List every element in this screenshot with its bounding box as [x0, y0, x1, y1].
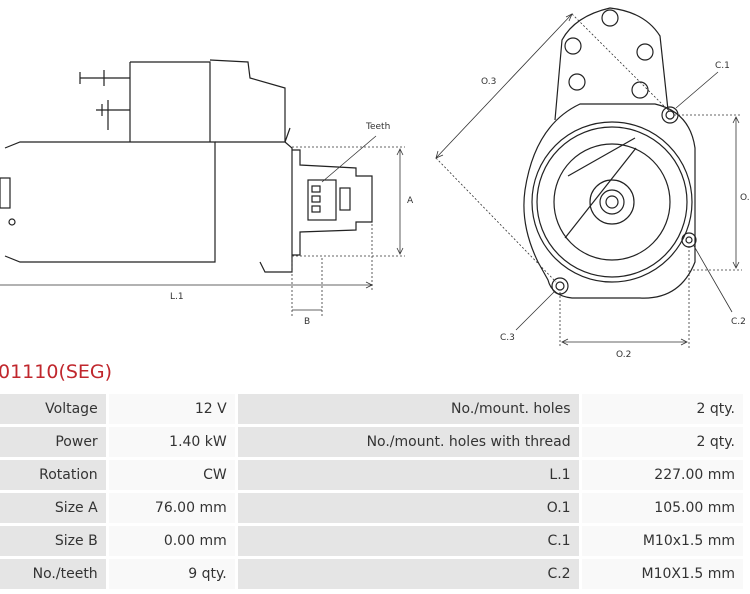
label-c2: C.2 — [731, 317, 746, 327]
spec-label: Power — [0, 427, 106, 457]
spec-value: 227.00 mm — [581, 460, 743, 490]
label-a: A — [407, 196, 414, 206]
product-title: 01110(SEG) — [0, 361, 113, 383]
label-o1: O.1 — [740, 193, 750, 203]
spec-label: Rotation — [0, 460, 106, 490]
spec-value: 12 V — [108, 394, 235, 424]
spec-label: Size A — [0, 493, 106, 523]
label-c1: C.1 — [715, 61, 730, 71]
spec-label: No./mount. holes with thread — [237, 427, 579, 457]
front-view-dimensions — [435, 13, 742, 348]
starter-technical-drawing: Teeth A L.1 B — [0, 7, 750, 360]
spec-value: 2 qty. — [581, 427, 743, 457]
side-view — [0, 59, 373, 273]
side-view-dimensions — [0, 135, 405, 318]
label-o2: O.2 — [616, 350, 631, 360]
spec-label: O.1 — [237, 493, 579, 523]
spec-value: M10X1.5 mm — [581, 559, 743, 589]
label-l1: L.1 — [170, 292, 184, 302]
label-o3: O.3 — [481, 77, 496, 87]
spec-value: 9 qty. — [108, 559, 235, 589]
spec-value: 2 qty. — [581, 394, 743, 424]
spec-value: 76.00 mm — [108, 493, 235, 523]
spec-label: C.1 — [237, 526, 579, 556]
spec-label: C.2 — [237, 559, 579, 589]
label-c3: C.3 — [500, 333, 515, 343]
spec-label: Size B — [0, 526, 106, 556]
front-view — [523, 7, 697, 299]
spec-label: No./teeth — [0, 559, 106, 589]
spec-label: L.1 — [237, 460, 579, 490]
spec-label: No./mount. holes — [237, 394, 579, 424]
spec-value: CW — [108, 460, 235, 490]
label-b: B — [304, 317, 310, 327]
spec-value: M10x1.5 mm — [581, 526, 743, 556]
label-teeth: Teeth — [365, 122, 390, 132]
spec-value: 1.40 kW — [108, 427, 235, 457]
spec-value: 0.00 mm — [108, 526, 235, 556]
spec-label: Voltage — [0, 394, 106, 424]
spec-value: 105.00 mm — [581, 493, 743, 523]
